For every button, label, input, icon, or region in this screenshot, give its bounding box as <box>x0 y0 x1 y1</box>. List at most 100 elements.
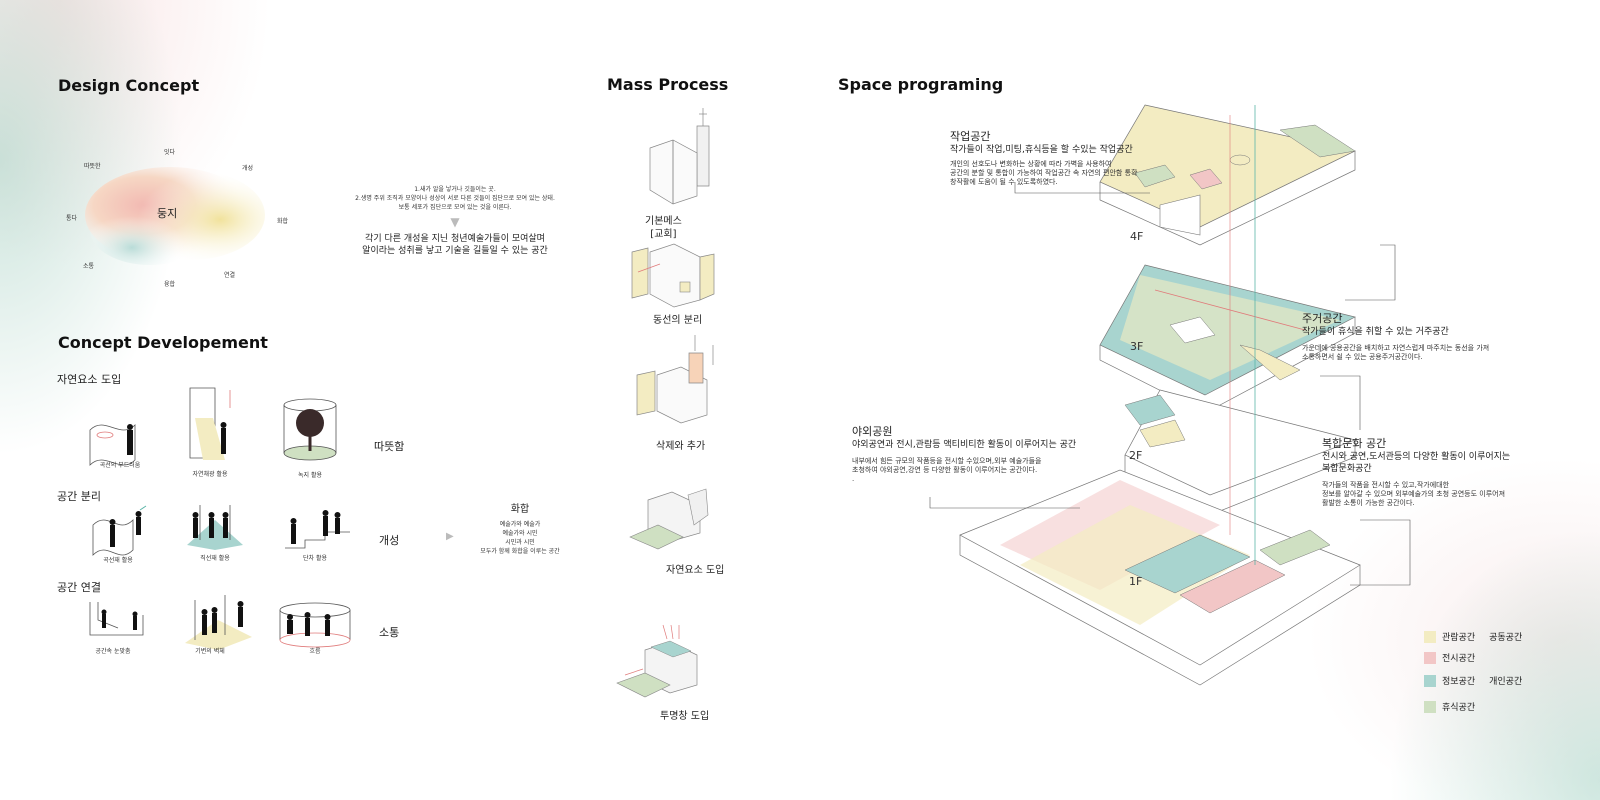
row-title-connection: 공간 연결 <box>57 581 101 594</box>
nest-definition: 1.새가 알을 낳거나 깃들이는 곳. 2.생명 주위 조직과 모양이나 성상이… <box>350 184 560 257</box>
mass-caption-nature: 자연요소 도입 <box>666 565 725 576</box>
illustration-caption: 흐름 <box>309 648 321 655</box>
harmony-line: 모두가 함께 화합을 이루는 공간 <box>480 548 560 555</box>
green-space-illustration <box>283 398 337 461</box>
complex-culture-desc: 활발한 소통이 가능한 공간이다. <box>1322 499 1415 507</box>
harmony-line: 시민과 시민 <box>505 539 535 546</box>
living-space-annotation: 주거공간 작가들이 휴식을 취할 수 있는 거주공간 가운데에 공용공간을 배치… <box>1302 310 1489 362</box>
mass-step-subtract-add <box>636 335 714 424</box>
illustration-caption: 기변의 벽체 <box>195 648 225 655</box>
illustration-caption: 곡선의 부드러움 <box>99 462 141 469</box>
concept-watercolor-cloud <box>85 167 265 265</box>
outdoor-park-subtitle: 야외공연과 전시,관람등 액티비티한 활동이 이루어지는 공간 <box>852 440 1077 450</box>
curved-partition-illustration <box>92 505 147 556</box>
eye-contact-illustration <box>89 602 144 636</box>
work-space-desc: 창작활에 도움이 될 수 있도록하였다. <box>950 178 1058 186</box>
outdoor-park-desc: 초청하여 야외공연,강연 등 다양한 활동이 이루어지는 공간이다. <box>852 466 1038 474</box>
illustration-caption: 공간속 눈맞춤 <box>95 648 131 655</box>
concept-word: 연결 <box>224 272 236 279</box>
legend-label: 휴식공간 <box>1442 703 1476 713</box>
complex-culture-desc: 작가들의 작품을 전시할 수 있고,작가에대한 <box>1322 481 1450 489</box>
curved-wall-illustration <box>89 424 136 466</box>
daylight-illustration <box>189 387 231 460</box>
mass-step-circulation <box>631 243 715 308</box>
mass-caption-window: 투명창 도입 <box>660 711 710 722</box>
living-space-subtitle: 작가들이 휴식을 취할 수 있는 거주공간 <box>1302 327 1449 337</box>
illustration-caption: 단차 활용 <box>303 555 327 562</box>
harmony-title: 화합 <box>510 504 530 515</box>
exploded-axonometric-diagram <box>959 104 1361 686</box>
definition-line: 1.새가 알을 낳거나 깃들이는 곳. <box>414 186 496 193</box>
work-space-annotation: 작업공간 작가들이 작업,미팅,휴식등을 할 수있는 작업공간 개인의 선호도나… <box>950 128 1137 187</box>
work-space-title: 작업공간 <box>950 130 991 143</box>
concept-summary-line: 각기 다른 개성을 지닌 청년예술가들이 모여살며 <box>365 234 545 244</box>
complex-culture-desc: 정보를 알아갈 수 있으며 외부예술가의 초청 공연등도 이루어져 <box>1322 490 1506 498</box>
legend-group-label: 개인공간 <box>1489 677 1523 687</box>
legend-swatch <box>1424 700 1436 713</box>
definition-line: 2.생명 주위 조직과 모양이나 성상이 서로 다른 것들이 집단으로 모여 있… <box>355 195 555 202</box>
outdoor-park-desc: 내부에서 힘든 규모의 작품등을 전시할 수있으며,외부 예술가들을 <box>852 457 1042 465</box>
mass-process-title: Mass Process <box>607 75 729 94</box>
concept-word: 소통 <box>83 263 95 270</box>
row-result-individuality: 개성 <box>379 534 400 547</box>
complex-culture-subtitle: 전시와 공연,도서관등의 다양한 활동이 이루어지는 <box>1322 452 1511 462</box>
row-title-nature: 자연요소 도입 <box>57 373 122 386</box>
floor-label-4f: 4F <box>1130 230 1144 243</box>
legend-item: 휴식공간 <box>1424 700 1475 713</box>
complex-culture-title: 복합문화 공간 <box>1322 437 1387 450</box>
legend-swatch <box>1424 674 1436 687</box>
concept-word: 통다 <box>66 215 78 222</box>
concept-word: 융합 <box>164 281 176 288</box>
legend-label: 관람공간 <box>1442 633 1476 643</box>
concept-word: 화합 <box>277 218 289 225</box>
living-space-desc: 소통하면서 쉴 수 있는 공용주거공간이다. <box>1302 353 1423 361</box>
floor-label-1f: 1F <box>1129 575 1143 588</box>
illustration-caption: 자연채광 활용 <box>192 471 228 478</box>
floor-label-3f: 3F <box>1130 340 1144 353</box>
harmony-block: 화합 예술가와 예술가 예술가와 시민 시민과 시민 모두가 함께 화합을 이루… <box>470 500 570 555</box>
complex-culture-annotation: 복합문화 공간 전시와 공연,도서관등의 다양한 활동이 이루어지는 복합문화공… <box>1322 435 1510 508</box>
illustration-caption: 녹지 활용 <box>298 472 322 479</box>
design-concept-title: Design Concept <box>58 76 200 95</box>
row-result-warmth: 따뜻함 <box>374 440 405 453</box>
mass-caption-basic: 기본메스 [교회] <box>645 215 682 241</box>
work-space-desc: 공간의 분할 및 통합이 가능하여 작업공간 속 자연의 편안함 통확 <box>950 169 1138 177</box>
concept-word: 잇다 <box>164 149 176 156</box>
flow-illustration <box>279 602 351 648</box>
outdoor-park-annotation: 야외공원 야외공연과 전시,관람등 액티비티한 활동이 이루어지는 공간 내부에… <box>852 423 1076 484</box>
outdoor-park-desc: . <box>852 475 855 483</box>
floor-4f-plan <box>1099 104 1357 246</box>
work-space-desc: 개인의 선호도나 변화하는 상황에 따라 가벽을 사용하여 <box>950 160 1112 168</box>
legend-item: 관람공간 공동공간 <box>1424 630 1522 643</box>
level-difference-illustration <box>285 510 350 549</box>
legend-item: 전시공간 <box>1424 651 1475 664</box>
floor-label-2f: 2F <box>1129 449 1143 462</box>
down-arrow-icon: ▼ <box>450 215 460 229</box>
outdoor-park-title: 야외공원 <box>852 425 893 438</box>
definition-line: 보통 세포가 집단으로 모여 있는 것을 이른다. <box>398 204 512 211</box>
legend-swatch <box>1424 651 1436 664</box>
mass-step-church <box>649 108 710 205</box>
legend-label: 전시공간 <box>1442 654 1476 664</box>
harmony-line: 예술가와 예술가 <box>499 521 541 528</box>
legend-label: 정보공간 <box>1442 677 1476 687</box>
concept-development-title: Concept Developement <box>58 333 268 352</box>
concept-word: 따뜻한 <box>84 163 101 170</box>
concept-summary-line: 알이라는 성취를 낳고 기술을 길들일 수 있는 공간 <box>362 246 548 256</box>
living-space-title: 주거공간 <box>1302 312 1343 325</box>
mass-caption-subtract-add: 삭제와 추가 <box>656 441 706 452</box>
right-arrow-icon: ▶ <box>446 531 454 542</box>
illustration-caption: 곡선재 활용 <box>103 557 133 564</box>
row-result-communication: 소통 <box>379 626 400 639</box>
floor-2f-plan <box>1124 344 1357 516</box>
row-title-separation: 공간 분리 <box>57 490 101 503</box>
mass-step-transparent-window <box>616 624 698 698</box>
harmony-line: 예술가와 시민 <box>502 530 538 537</box>
legend-group-label: 공동공간 <box>1489 633 1523 643</box>
legend-swatch <box>1424 630 1436 643</box>
mass-caption-basic-line: 기본메스 [교회] <box>645 216 682 240</box>
complex-culture-subtitle: 복합문화공간 <box>1322 464 1372 474</box>
mass-step-nature <box>629 488 709 550</box>
legend-item: 정보공간 개인공간 <box>1424 674 1522 687</box>
